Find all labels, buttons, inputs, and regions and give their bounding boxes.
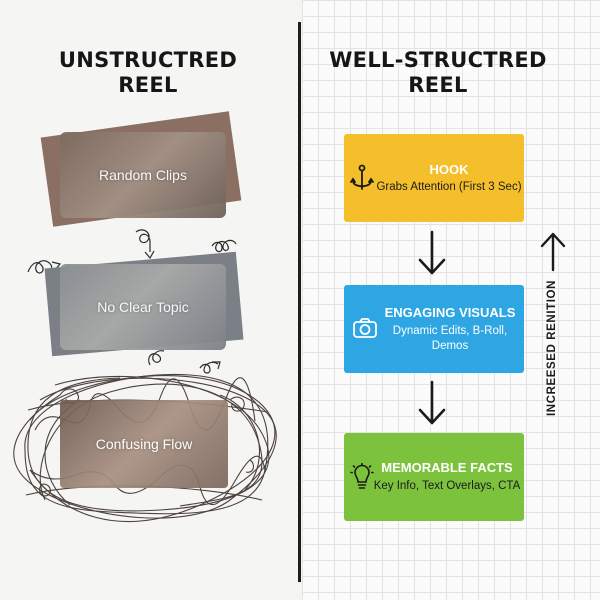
structured-heading-line2: REEL (408, 73, 468, 97)
arrow-down-icon (418, 230, 446, 275)
engaging-visuals-title: ENGAGING VISUALS (384, 305, 516, 320)
panel-divider (298, 22, 301, 582)
random-clips-card: Random Clips (40, 111, 250, 228)
anchor-icon (350, 164, 374, 190)
engaging-visuals-description: Dynamic Edits, B-Roll, Demos (392, 325, 508, 352)
unstructured-panel: UNSTRUCTRED REEL (0, 0, 298, 600)
memorable-facts-title: MEMORABLE FACTS (381, 460, 513, 475)
lightbulb-icon (350, 463, 374, 489)
random-clips-card-face: Random Clips (60, 132, 226, 218)
no-clear-topic-card-face: No Clear Topic (60, 264, 226, 350)
structured-heading-line1: WELL-STRUCTRED (329, 48, 547, 72)
unstructured-heading-line2: REEL (118, 73, 178, 97)
increased-retention-label: INCREESED RENITION (546, 279, 558, 417)
hook-stage-box: HOOK Grabs Attention (First 3 Sec) (344, 134, 524, 222)
confusing-flow-card: Confusing Flow (40, 392, 250, 498)
hook-description: Grabs Attention (First 3 Sec) (376, 181, 522, 193)
memorable-facts-description: Key Info, Text Overlays, CTA (373, 480, 521, 492)
hook-title: HOOK (429, 162, 469, 177)
arrow-down-icon (418, 380, 446, 425)
memorable-facts-stage-box: MEMORABLE FACTS Key Info, Text Overlays,… (344, 433, 524, 521)
camera-icon (353, 318, 377, 338)
arrow-up-icon (540, 232, 566, 272)
unstructured-heading-line1: UNSTRUCTRED (58, 48, 238, 72)
structured-panel: WELL-STRUCTRED REEL HOOK Grabs Attention… (302, 0, 600, 600)
confusing-flow-card-face: Confusing Flow (60, 400, 228, 488)
engaging-visuals-stage-box: ENGAGING VISUALS Dynamic Edits, B-Roll, … (344, 285, 524, 373)
no-clear-topic-card: No Clear Topic (40, 250, 250, 362)
unstructured-heading: UNSTRUCTRED REEL (8, 48, 288, 98)
structured-heading: WELL-STRUCTRED REEL (302, 48, 578, 98)
